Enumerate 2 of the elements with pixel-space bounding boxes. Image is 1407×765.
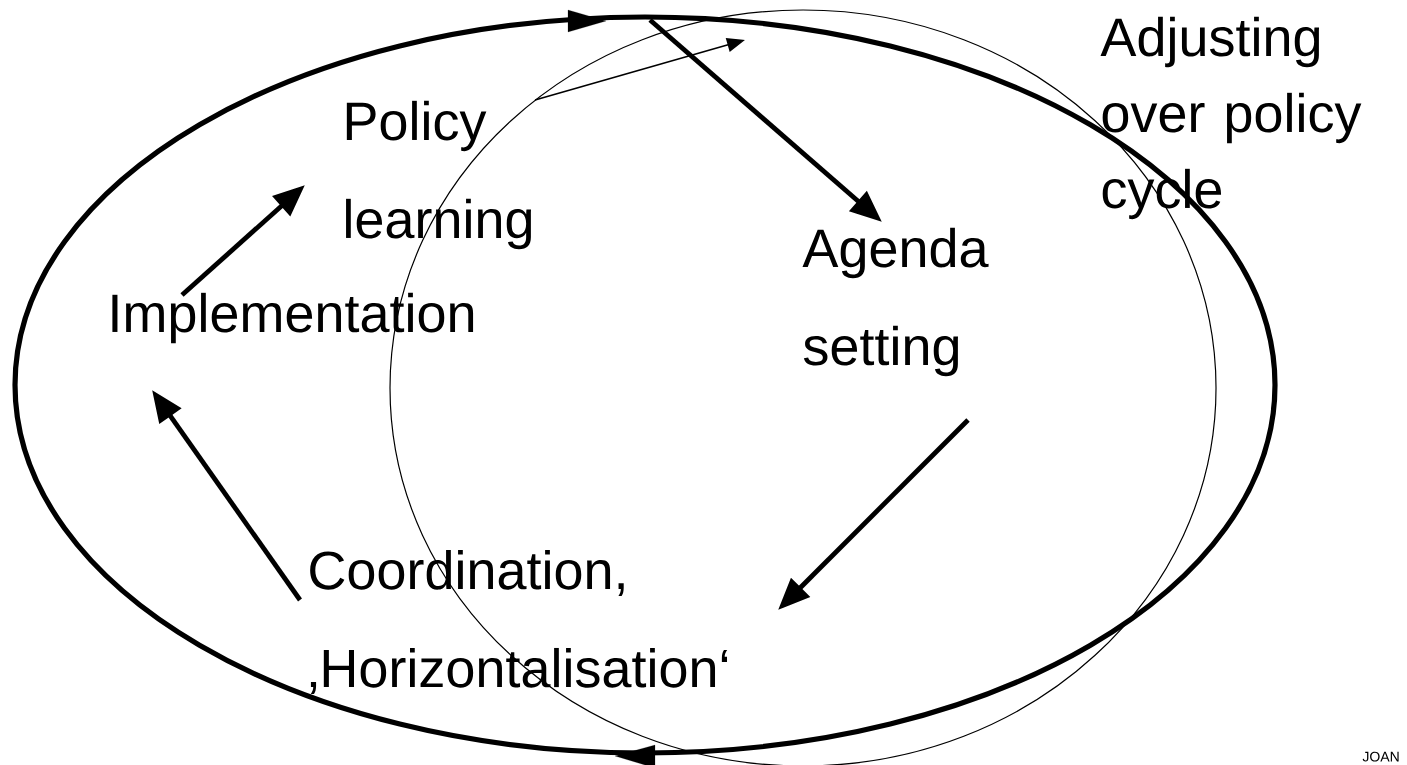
- stage-text: Agenda setting: [802, 227, 989, 377]
- author-text: JOAN: [1362, 751, 1399, 762]
